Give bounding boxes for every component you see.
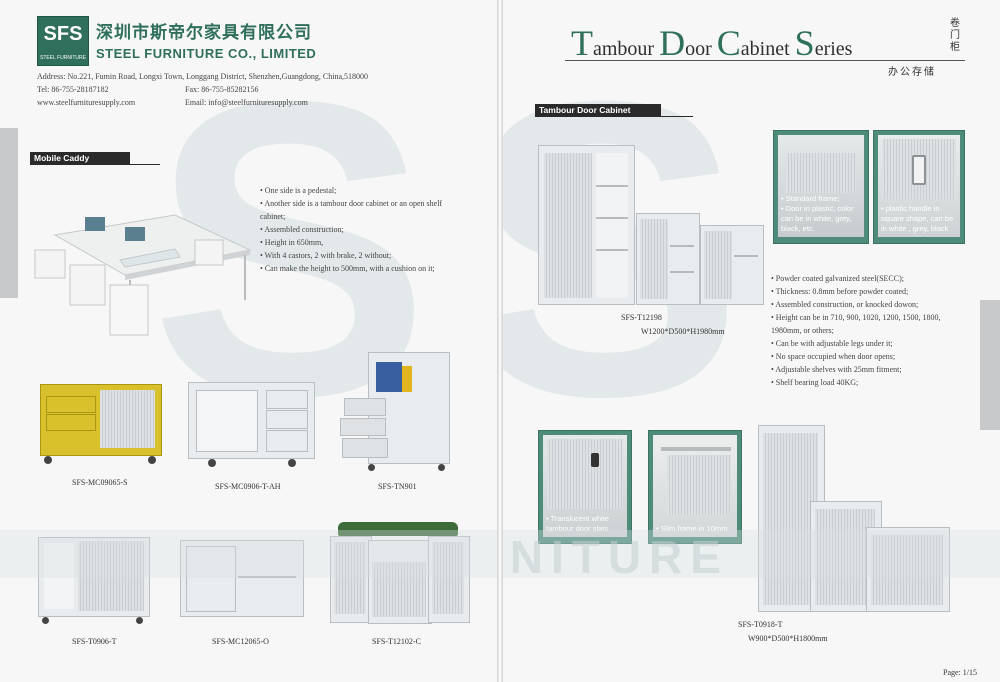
title-word-abinet: abinet <box>740 38 795 60</box>
company-logo: SFS STEEL FURNITURE <box>37 16 89 66</box>
feature-6: • Can make the height to 500mm, with a c… <box>260 264 435 273</box>
page-number: Page: 1/15 <box>943 668 977 677</box>
decor-bar <box>0 128 18 298</box>
section-label-mobile-caddy: Mobile Caddy <box>30 152 130 164</box>
section-label-underline <box>30 164 160 165</box>
inset4-text: • Slim frame in 10mm <box>656 524 727 534</box>
inset1-line2: • Door in plastic, color <box>781 204 854 213</box>
lock-icon <box>591 453 599 467</box>
title-word-oor: oor <box>685 38 717 60</box>
logo-subtext: STEEL FURNITURE <box>40 55 86 61</box>
tambour-features: • Powder coated galvanized steel(SECC); … <box>771 272 940 389</box>
main-cabinet-group-image <box>538 145 764 310</box>
inset4-line1: • Slim frame in 10mm <box>656 524 728 533</box>
product-code-mc12065-o: SFS-MC12065-O <box>212 637 269 646</box>
feature-5: • With 4 castors, 2 with brake, 2 withou… <box>260 251 392 260</box>
spec-4: • Height can be in 710, 900, 1020, 1200,… <box>771 313 941 322</box>
page-spine <box>497 0 503 682</box>
feature-4: • Height in 650mm, <box>260 238 324 247</box>
company-name-cn: 深圳市斯帝尔家具有限公司 <box>96 23 312 43</box>
title-cn-vertical: 卷门柜 <box>950 18 960 53</box>
detail-frame-inset: • Standard frame; • Door in plastic, col… <box>773 130 869 244</box>
inset3-line1: • Translucent white <box>546 514 610 523</box>
section-label-tambour: Tambour Door Cabinet <box>535 104 661 116</box>
main-model-dimensions: W1200*D500*H1980mm <box>641 327 725 336</box>
spec-2: • Thickness: 0.8mm before powder coated; <box>771 287 909 296</box>
product-tn901-image <box>340 352 455 472</box>
product-code-t12102-c: SFS-T12102-C <box>372 637 421 646</box>
handle-icon <box>912 155 926 185</box>
detail-handle-inset: • plastic handle in square shape, can be… <box>873 130 965 244</box>
product-mc0906-t-ah-image <box>188 382 316 467</box>
company-name-en: STEEL FURNITURE CO., LIMITED <box>96 46 317 61</box>
watermark-band <box>0 530 497 578</box>
logo-text: SFS <box>43 23 83 45</box>
company-tel: Tel: 86-755-28187182 <box>37 85 109 94</box>
title-cap-s: S <box>794 23 815 63</box>
title-cn: 办公存储 <box>888 67 936 78</box>
spec-6: • No space occupied when door opens; <box>771 352 896 361</box>
series-title: Tambour Door Cabinet Series <box>571 22 852 64</box>
inset2-line3: in white , grey, black <box>881 224 949 233</box>
steel-furniture-watermark: STEEL FURNITURE <box>503 531 729 583</box>
product-mc09065-s-image <box>38 382 163 464</box>
detail-slim-frame-inset: • Slim frame in 10mm <box>648 430 742 544</box>
main-model-code: SFS-T12198 <box>621 313 662 322</box>
feature-3: • Assembled construction; <box>260 225 344 234</box>
mobile-caddy-office-image <box>25 205 255 345</box>
spec-8: • Shelf bearing load 40KG; <box>771 378 859 387</box>
second-cabinet-group-image <box>758 425 953 615</box>
feature-2-cont: cabinet; <box>260 212 286 221</box>
title-cap-c: C <box>716 23 741 63</box>
title-word-eries: eries <box>814 38 853 60</box>
section-label-underline-right <box>535 116 693 117</box>
second-model-dimensions: W900*D500*H1800mm <box>748 634 828 643</box>
inset1-line1: • Standard frame; <box>781 194 840 203</box>
spec-5: • Can be with adjustable legs under it; <box>771 339 893 348</box>
feature-1: • One side is a pedestal; <box>260 186 337 195</box>
product-code-mc0906-t-ah: SFS-MC0906-T-AH <box>215 482 281 491</box>
company-website[interactable]: www.steelfurnituresupply.com <box>37 98 136 107</box>
inset2-text: • plastic handle in square shape, can be… <box>881 204 953 234</box>
title-cap-d: D <box>659 23 686 63</box>
title-word-ambour: ambour <box>593 38 660 60</box>
spec-7: • Adjustable shelves with 25mm fitment; <box>771 365 902 374</box>
product-code-mc09065-s: SFS-MC09065-S <box>72 478 128 487</box>
inset3-line2: tambour door slats <box>546 524 609 533</box>
inset2-line2: square shape, can be <box>881 214 954 223</box>
inset1-line4: black, etc. <box>781 224 815 233</box>
product-code-tn901: SFS-TN901 <box>378 482 417 491</box>
spec-4-cont: 1980mm, or others; <box>771 326 834 335</box>
inset1-text: • Standard frame; • Door in plastic, col… <box>781 194 854 234</box>
right-page: S Tambour Door Cabinet Series 卷门柜 办公存储 T… <box>503 0 1000 682</box>
mobile-caddy-features: • One side is a pedestal; • Another side… <box>260 184 442 275</box>
left-page: S SFS STEEL FURNITURE 深圳市斯帝尔家具有限公司 STEEL… <box>0 0 497 682</box>
inset1-line3: can be in white, grey, <box>781 214 852 223</box>
watermark-band-right <box>503 530 1000 578</box>
inset3-text: • Translucent white tambour door slats <box>546 514 609 534</box>
second-model-code: SFS-T0918-T <box>738 620 783 629</box>
company-fax: Fax: 86-755-85282156 <box>185 85 259 94</box>
feature-2: • Another side is a tambour door cabinet… <box>260 199 443 208</box>
title-rule <box>565 60 965 61</box>
company-email[interactable]: Email: info@steelfurnituresupply.com <box>185 98 308 107</box>
product-code-t0906-t: SFS-T0906-T <box>72 637 117 646</box>
inset2-line1: • plastic handle in <box>881 204 940 213</box>
detail-slats-inset: • Translucent white tambour door slats <box>538 430 632 544</box>
product-t0906-t-image <box>38 537 153 625</box>
decor-bar-right <box>980 300 1000 430</box>
product-t12102-c-image <box>328 522 473 627</box>
product-mc12065-o-image <box>180 540 305 620</box>
spec-3: • Assembled construction, or knocked dow… <box>771 300 919 309</box>
title-cap-t: T <box>571 23 593 63</box>
spec-1: • Powder coated galvanized steel(SECC); <box>771 274 904 283</box>
company-address: Address: No.221, Fumin Road, Longxi Town… <box>37 72 369 81</box>
